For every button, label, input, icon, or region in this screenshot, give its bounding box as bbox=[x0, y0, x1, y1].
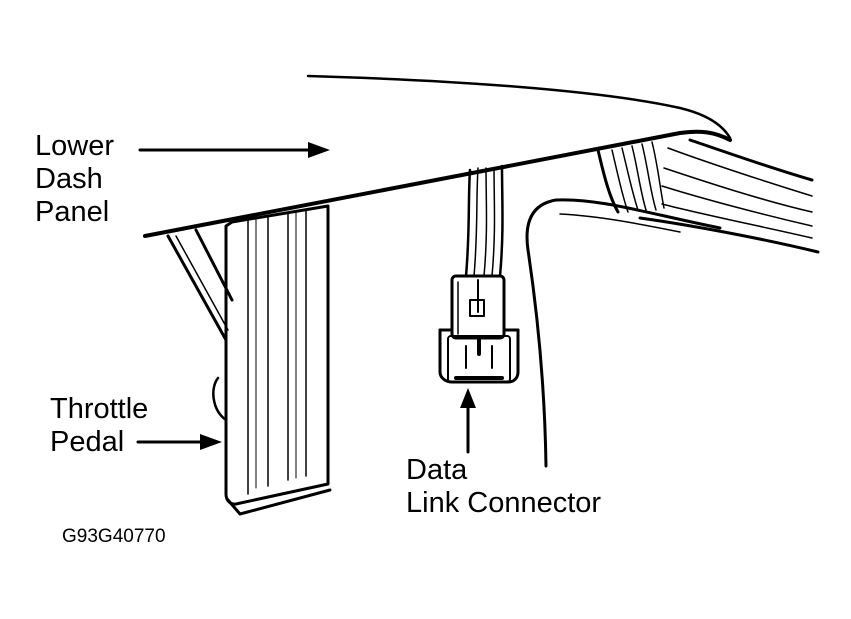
throttle-pedal-label-line2: Pedal bbox=[50, 426, 125, 458]
lower-dash-panel-label-line2: Dash bbox=[35, 163, 103, 195]
throttle-pedal-label: Throttle Pedal bbox=[50, 393, 148, 459]
lower-dash-panel-label: Lower Dash Panel bbox=[35, 130, 114, 229]
lower-dash-panel-label-line3: Panel bbox=[35, 196, 110, 228]
lower-dash-panel-label-line1: Lower bbox=[35, 130, 114, 162]
data-link-connector-label-line1: Data bbox=[406, 454, 468, 486]
data-link-connector-arrowhead bbox=[460, 388, 476, 408]
leader-arrows bbox=[136, 142, 476, 454]
throttle-pedal-shape bbox=[224, 204, 332, 516]
data-link-connector-shape bbox=[438, 274, 520, 384]
figure-code: G93G40770 bbox=[62, 526, 166, 547]
wiring-harness bbox=[464, 164, 504, 278]
throttle-pedal-arm bbox=[166, 228, 234, 422]
side-trim-panel bbox=[525, 138, 820, 468]
data-link-connector-label-line2: Link Connector bbox=[406, 487, 602, 519]
data-link-connector-label: Data Link Connector bbox=[406, 454, 601, 520]
throttle-pedal-arrowhead bbox=[200, 434, 222, 450]
lower-dash-panel-shape bbox=[143, 74, 732, 238]
throttle-pedal-label-line1: Throttle bbox=[50, 393, 149, 425]
lower-dash-panel-arrowhead bbox=[308, 142, 330, 158]
